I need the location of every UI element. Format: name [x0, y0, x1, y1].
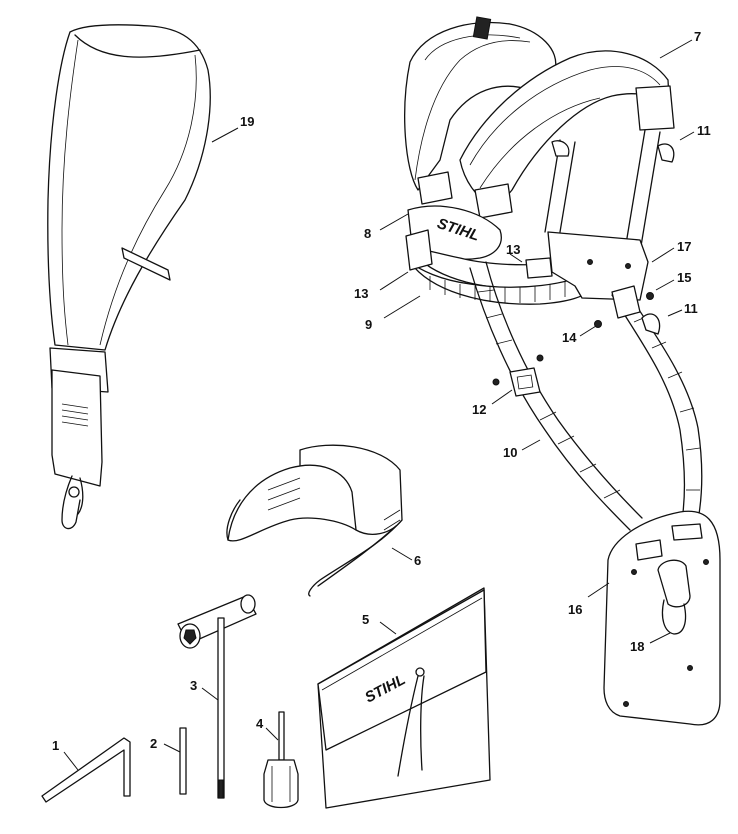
shoulder-strap-19: 19	[47, 24, 254, 530]
callout-13a: 13	[506, 242, 520, 257]
callout-13b: 13	[354, 286, 368, 301]
safety-glasses-6: 6	[226, 444, 421, 597]
screwdriver-4: 4	[256, 711, 299, 809]
strap-ribs	[477, 289, 621, 499]
callout-15: 15	[677, 270, 691, 285]
callout-2: 2	[150, 736, 157, 751]
callout-19: 19	[240, 114, 254, 129]
callout-10: 10	[503, 445, 517, 460]
callout-11a: 11	[697, 123, 711, 138]
pin-2: 2	[150, 727, 187, 795]
callout-7: 7	[694, 29, 701, 44]
callout-16: 16	[568, 602, 582, 617]
callout-18: 18	[630, 639, 644, 654]
pouch-5: STIHL 5	[317, 587, 491, 809]
callout-5: 5	[362, 612, 369, 627]
belt-ribs	[429, 276, 566, 303]
callout-9: 9	[365, 317, 372, 332]
hex-key-1: 1	[41, 737, 131, 803]
right-strap-ribs	[633, 315, 701, 491]
callout-8: 8	[364, 226, 371, 241]
callout-17: 17	[677, 239, 691, 254]
callout-14: 14	[562, 330, 577, 345]
callout-4: 4	[256, 716, 264, 731]
callout-11b: 11	[684, 301, 698, 316]
label-plate-icon	[61, 403, 89, 427]
callout-6: 6	[414, 553, 421, 568]
callout-12: 12	[472, 402, 486, 417]
callout-1: 1	[52, 738, 59, 753]
combination-wrench-3: 3	[177, 594, 257, 799]
harness-assembly: STIHL	[404, 16, 721, 726]
callout-3: 3	[190, 678, 197, 693]
